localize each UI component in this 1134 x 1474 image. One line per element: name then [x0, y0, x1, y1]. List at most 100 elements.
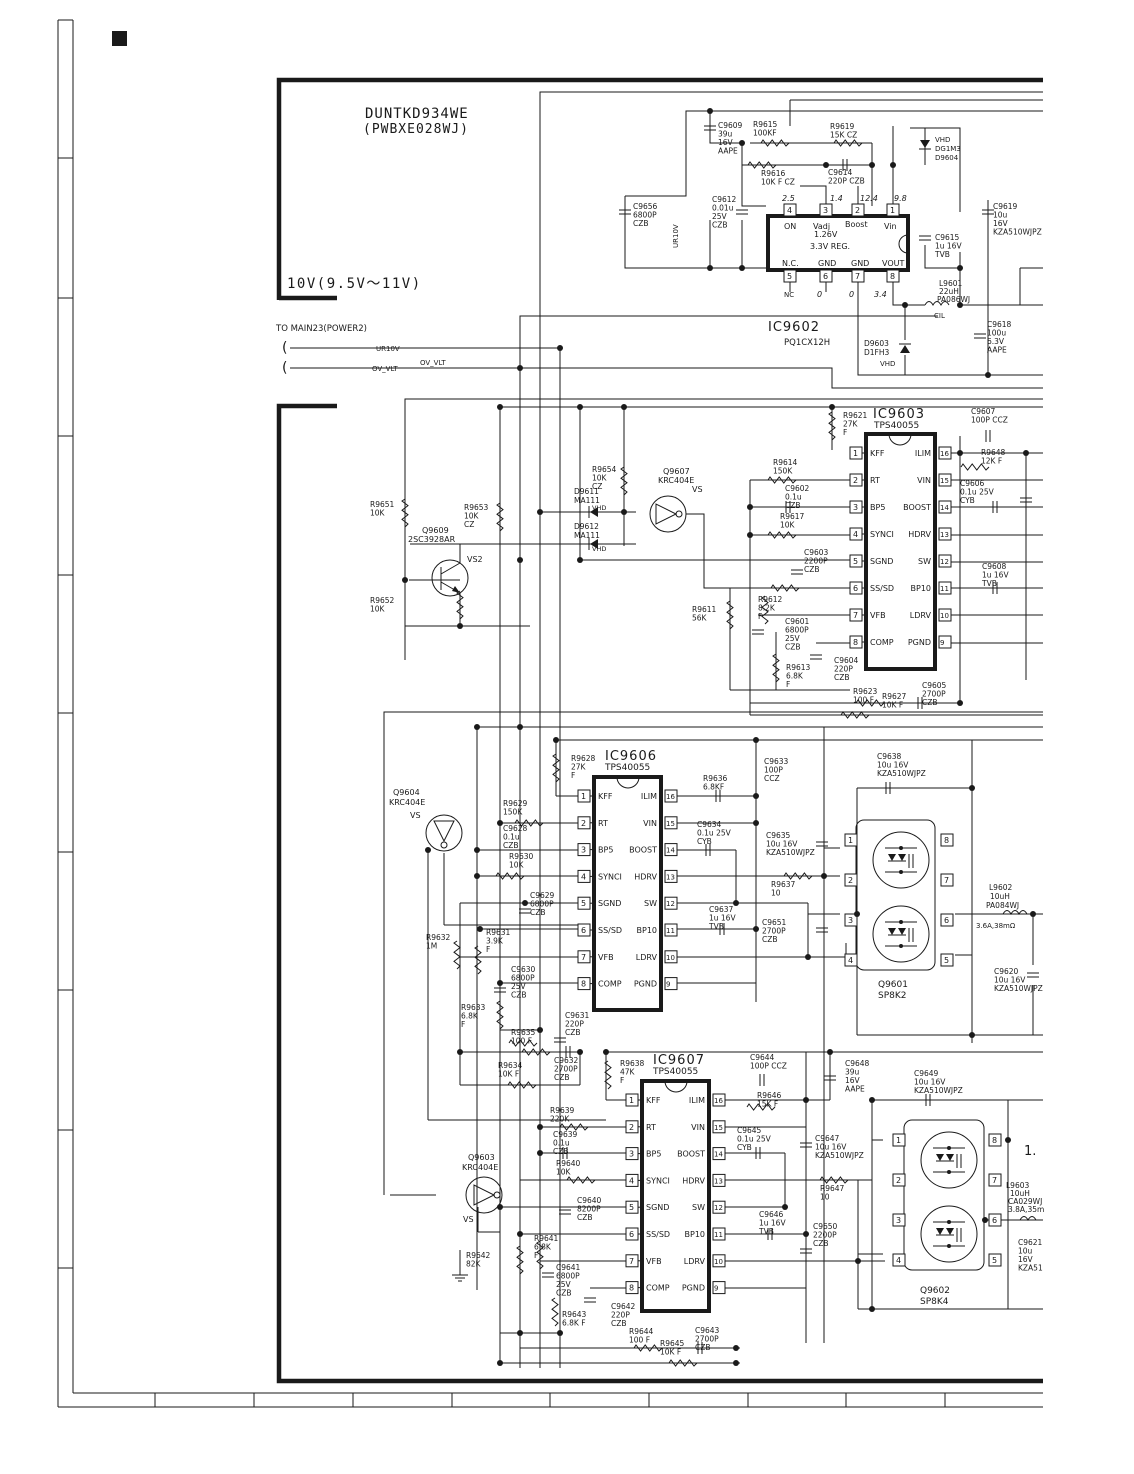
ic-pin-number: 13	[940, 531, 949, 539]
junction-dot	[747, 532, 753, 538]
ic-pin-number: 2	[853, 476, 858, 485]
ic-pin-number: 6	[853, 584, 858, 593]
reg-pin-box	[851, 269, 865, 283]
ic-pin-box	[712, 1281, 726, 1295]
part-type: CZB	[813, 1239, 829, 1248]
part-value: 6800P	[530, 900, 554, 909]
ic-pin-name-left: SS/SD	[598, 926, 622, 935]
part-type: CYB	[960, 496, 975, 505]
ic-pin-name-left: COMP	[598, 980, 622, 989]
ic-pin-name-right: ILIM	[641, 792, 657, 801]
part-ref: C9614	[828, 168, 853, 177]
mosfet-pin-box	[844, 953, 858, 967]
resistor-symbol	[668, 1359, 698, 1367]
mosfet-pin-box	[940, 953, 954, 967]
part-voltage: 16V	[718, 138, 734, 147]
mosfet-pin-box	[844, 833, 858, 847]
ic-pin-number: 4	[629, 1176, 634, 1185]
ic-pin-number: 3	[581, 846, 586, 855]
resistor-symbol	[401, 498, 409, 528]
ic-pin-number: 11	[940, 585, 949, 593]
part-type: F	[620, 1076, 624, 1085]
junction-dot	[803, 1097, 809, 1103]
junction-dot	[517, 557, 523, 563]
part-voltage: 16V	[845, 1076, 861, 1085]
capacitors	[494, 125, 1039, 1354]
mosfet-pin-number: 7	[992, 1176, 997, 1185]
d9611-part: MA111	[574, 496, 600, 505]
part-ref: R9631	[486, 928, 511, 937]
part-value: 8200P	[577, 1205, 601, 1214]
reg-volt-vin: 9.8	[894, 194, 907, 203]
inductors: L9601 22uH PA086WJ CIL L9602 10uH PA084W…	[924, 279, 1044, 1222]
junction-dot	[707, 108, 713, 114]
part-type: KZA510WJPZ	[914, 1086, 963, 1095]
ic-pin-box	[712, 1200, 726, 1214]
part-type: F	[843, 428, 847, 437]
junction-dot	[957, 450, 963, 456]
part-value: 27K	[571, 763, 587, 772]
l9602-ref: L9602	[989, 883, 1012, 892]
part-ref: C9606	[960, 479, 985, 488]
ic9603-part: TPS40055	[873, 421, 919, 431]
part-type: CZB	[553, 1147, 569, 1156]
reg-volt-vout: 3.4	[874, 290, 887, 299]
ic-pin-number: 11	[714, 1231, 723, 1239]
resistor-symbol	[770, 584, 800, 592]
part-ref: C9649	[914, 1069, 939, 1078]
part-value: 10K F	[498, 1070, 519, 1079]
resistor-symbol	[474, 945, 482, 975]
reg-pin-box	[886, 203, 900, 217]
ic-pin-number: 16	[666, 793, 675, 801]
junction-dot	[517, 1330, 523, 1336]
connector-pin-ur10v: UR10V	[376, 345, 400, 353]
ic-pin-number: 5	[629, 1203, 634, 1212]
ic9607-part: TPS40055	[652, 1067, 698, 1077]
part-ref: R9648	[981, 448, 1006, 457]
reg-volt-on: 2.5	[782, 194, 795, 203]
resistor-symbol	[633, 1344, 663, 1352]
junction-dot	[1030, 911, 1036, 917]
d9612-ref: D9612	[574, 522, 599, 531]
part-ref: C9608	[982, 562, 1007, 571]
junction-dot	[739, 140, 745, 146]
reg-volt-gnd1: 0	[817, 290, 822, 299]
mosfet-pin-box	[892, 1133, 906, 1147]
ic-pin-number: 14	[666, 847, 675, 855]
junction-dot	[854, 911, 860, 917]
ic-pin-box	[938, 446, 952, 460]
mosfet-pin-box	[988, 1253, 1002, 1267]
resistor-symbol	[559, 1123, 589, 1131]
junction-dot	[753, 820, 759, 826]
part-type: TVB	[934, 250, 950, 259]
part-type: KZA510WJPZ	[877, 769, 926, 778]
junction-dot	[457, 1049, 463, 1055]
junction-dot	[621, 404, 627, 410]
part-ref: R9645	[660, 1339, 685, 1348]
part-value: 150K	[503, 808, 523, 817]
connector-title: TO MAIN23(POWER2)	[275, 324, 367, 334]
ic-pin-box	[664, 896, 678, 910]
mosfet-pin-number: 6	[992, 1216, 997, 1225]
resistor-symbol	[833, 139, 863, 147]
ic-pin-number: 16	[714, 1097, 723, 1105]
part-type: CZB	[785, 501, 801, 510]
mosfet-symbol	[920, 1131, 978, 1189]
part-ref: C9630	[511, 965, 536, 974]
part-value: 100P	[764, 766, 783, 775]
part-type: AAPE	[845, 1085, 865, 1094]
reg-part: PQ1CX12H	[784, 338, 830, 348]
part-type: TVB	[981, 579, 997, 588]
output-voltage-fragment: 1.	[1024, 1144, 1036, 1159]
junction-dot	[517, 1231, 523, 1237]
q9604-tag: VS	[410, 811, 421, 820]
reg-pin-nc: N.C.	[782, 259, 799, 268]
reg-pin-on: ON	[784, 222, 796, 231]
part-value: 6800P	[633, 211, 657, 220]
part-value: 1u 16V	[982, 571, 1009, 580]
